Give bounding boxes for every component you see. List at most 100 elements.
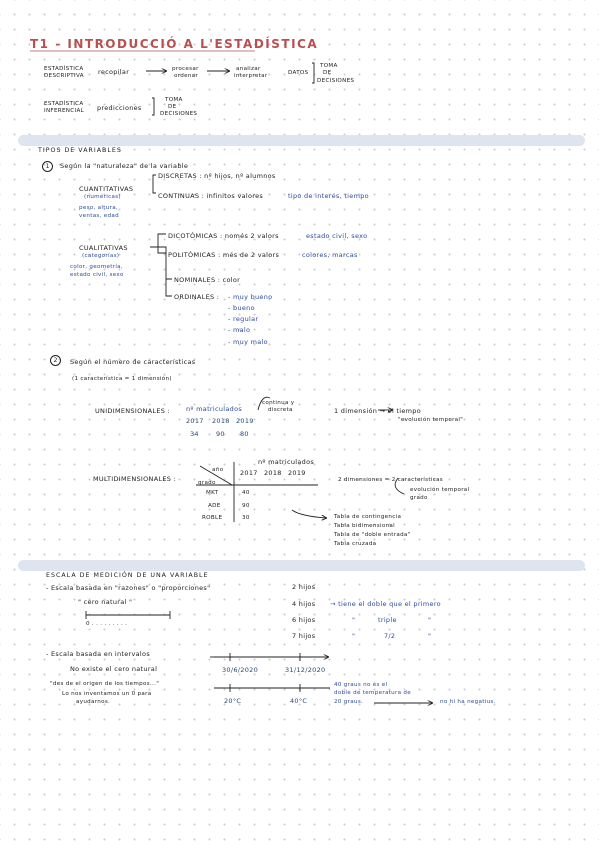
multi-row-label: MKT: [206, 490, 219, 496]
ordinal-item: - muy bueno: [228, 293, 273, 301]
interv-nocero: No existe el cero natural: [70, 665, 158, 673]
nominales-text: NOMINALES : color: [174, 276, 241, 284]
inf-predicciones: predicciones: [97, 104, 142, 112]
razon-cero: " cero natural ": [78, 598, 133, 606]
interv-quote: "des de el origen de los tiempos...": [50, 681, 160, 687]
multi-row-value: 90: [242, 503, 250, 509]
table-name: Tabla cruzada: [334, 541, 377, 547]
cual-sub: (categorías): [82, 253, 120, 259]
interv-temp-1: 20°C: [224, 697, 242, 705]
razon-heading: - Escala basada en "razones" o "proporci…: [46, 584, 211, 592]
multi-corner-bottom: grado: [198, 480, 216, 486]
discretas-text: DISCRETAS : nº hijos, nº alumnos: [158, 172, 276, 180]
table-name: Tabla bidimensional: [334, 523, 395, 529]
table-name: Tabla de contingencia: [334, 514, 402, 520]
hijos-4-quote: ": [352, 632, 356, 640]
inf-label-1: ESTADÍSTICA: [44, 101, 84, 107]
uni-right-2: "evolución temporal": [398, 417, 464, 423]
cuant-brace: [152, 174, 156, 194]
multi-year: 2018: [264, 469, 282, 477]
car-sub: (1 característica = 1 dimensión): [72, 376, 172, 382]
interv-right-2: doble de temperatura de: [334, 690, 412, 696]
multi-year: 2019: [288, 469, 306, 477]
cual-brace-bottom: [150, 246, 172, 297]
desc-flow-analizar: analizar: [236, 66, 261, 72]
desc-decision-3: DECISIONES: [317, 78, 355, 84]
desc-bracket: [312, 62, 315, 84]
desc-flow-recopilar: recopilar: [98, 68, 130, 76]
cual-brace-top: [150, 233, 166, 254]
car-heading: Según el número de características: [70, 358, 196, 366]
multi-row-label: ROBLE: [202, 515, 223, 521]
polit-example: colores, marcas: [302, 251, 358, 259]
desc-flow-interpretar: interpretar: [234, 73, 268, 79]
ordinal-item: - malo: [228, 326, 251, 334]
inf-label-2: INFERENCIAL: [44, 108, 84, 114]
desc-decision-1: TOMA: [320, 63, 338, 69]
uni-value: 34: [190, 430, 199, 438]
continuas-example: tipo de interés, tiempo: [288, 192, 369, 200]
ordinal-item: - muy malo: [228, 338, 268, 346]
desc-flow-datos: DATOS: [288, 70, 309, 76]
hijos-3-quote: ": [352, 616, 356, 624]
interv-right-3: 20 graus.: [334, 699, 364, 705]
desc-flow-ordenar: ordenar: [174, 73, 198, 79]
interv-date-2: 31/12/2020: [285, 666, 326, 674]
interv-note-1: Lo nos inventamos un 0 para: [62, 691, 152, 697]
desc-label-2: DESCRIPTIVA: [44, 73, 84, 79]
uni-variable: nº matriculados: [186, 405, 243, 413]
section-title-escala: ESCALA DE MEDICIÓN DE UNA VARIABLE: [46, 572, 209, 579]
polit-text: POLITÒMICAS : més de 2 valors: [168, 251, 280, 259]
table-name: Tabla de "doble entrada": [334, 532, 411, 538]
interv-right-1: 40 graus no és el: [334, 682, 388, 688]
cuant-example-1: peso, altura,: [79, 205, 119, 211]
hijos-4-quote-2: ": [428, 632, 432, 640]
interv-date-1: 30/6/2020: [222, 666, 259, 674]
hijos-4: 7 hijos: [292, 632, 316, 640]
multi-right-2: evolución temporal: [410, 487, 470, 493]
cual-example-2: estado civil, sexo: [70, 272, 124, 278]
section-title-tipos: TIPOS DE VARIABLES: [38, 147, 122, 154]
table-diagonal: [199, 465, 233, 486]
uni-year: 2018: [212, 417, 230, 425]
uni-year: 2017: [186, 417, 204, 425]
nat-heading: Según la "naturaleza" de la variable: [60, 162, 189, 170]
page-title: T1 - INTRODUCCIÓ A L'ESTADÍSTICA: [30, 37, 319, 51]
inf-bracket: [152, 97, 155, 116]
dicot-text: DICOTÓMICAS : només 2 valors: [168, 232, 279, 240]
hijos-4-note: 7/2: [384, 632, 396, 640]
multi-right-3: grado: [410, 495, 428, 501]
multi-corner-top: año: [212, 467, 224, 473]
cuant-example-2: ventas, edad: [79, 213, 119, 219]
ordinales-text: ORDINALES :: [174, 293, 220, 301]
interv-right-4: no hi ha negatius.: [440, 699, 496, 705]
inf-decision-2: DE: [168, 104, 177, 110]
inf-decision-1: TOMA: [165, 97, 183, 103]
multi-year: 2017: [240, 469, 258, 477]
multi-row-value: 30: [242, 515, 250, 521]
number-circle-1: 1: [42, 161, 53, 172]
ordinal-item: - bueno: [228, 304, 255, 312]
cual-example-1: color, geometría,: [70, 264, 123, 270]
interv-note-2: ayudarnos.: [76, 699, 111, 705]
number-circle-2: 2: [50, 355, 61, 366]
hijos-3-note: triple: [378, 616, 397, 624]
razon-zero-label: 0 . . . . . . . . .: [86, 621, 128, 627]
multi-row-value: 40: [242, 490, 250, 496]
hijos-3: 6 hijos: [292, 616, 316, 624]
unidim-label: UNIDIMENSIONALES :: [95, 407, 171, 415]
hijos-3-quote-2: ": [428, 616, 432, 624]
section-band-escala: ESCALA DE MEDICIÓN DE UNA VARIABLE: [18, 560, 585, 579]
cuant-sub: (numéricas): [84, 194, 121, 200]
uni-right-1: 1 dimensión → el tiempo: [334, 407, 422, 415]
inf-decision-3: DECISIONES: [160, 111, 198, 117]
cuant-label: CUANTITATIVAS: [79, 185, 134, 193]
dicot-example: estado civil, sexo: [306, 232, 368, 240]
multi-right-1: 2 dimensiones = 2 características: [338, 477, 444, 483]
continuas-text: CONTINUAS : infinitos valores: [158, 192, 264, 200]
hijos-2: 4 hijos: [292, 600, 316, 608]
section-band-tipos: TIPOS DE VARIABLES: [18, 135, 585, 154]
uni-value: 90: [216, 430, 225, 438]
desc-decision-2: DE: [323, 70, 332, 76]
